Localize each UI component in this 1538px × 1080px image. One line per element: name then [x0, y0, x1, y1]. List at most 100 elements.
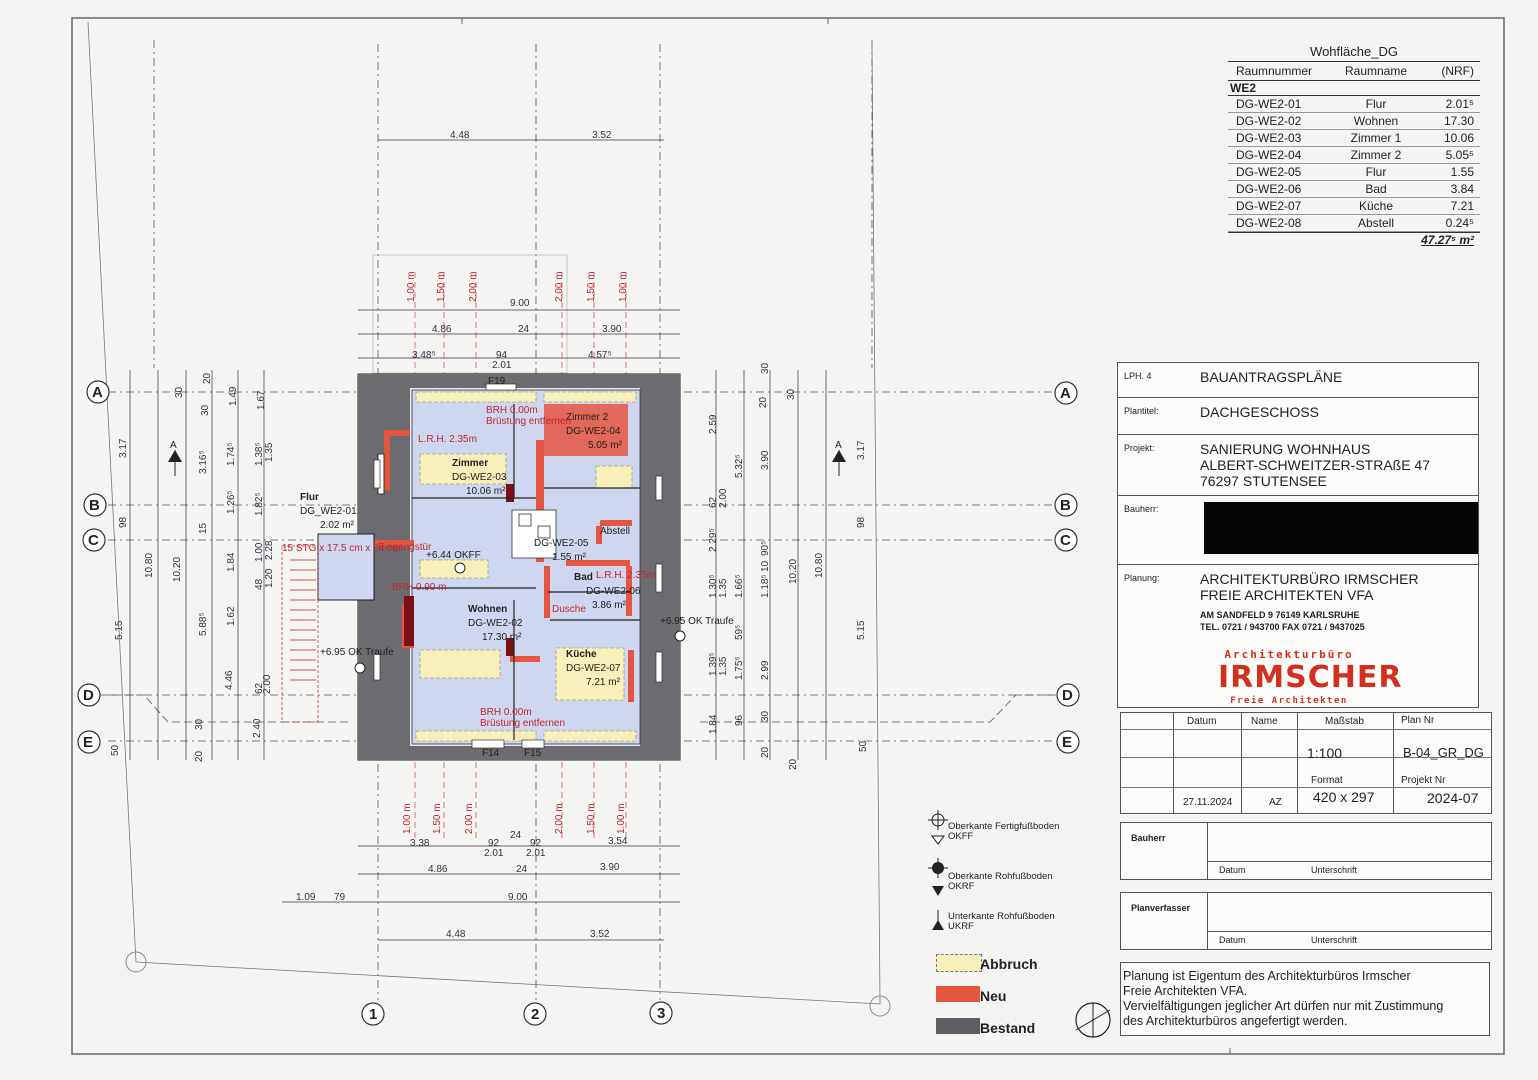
dim-right-5325: 5.32⁵	[734, 454, 745, 478]
dim-left-446: 4.46	[224, 670, 235, 690]
dim-left-50: 50	[110, 744, 121, 756]
dim-bot-109: 1.09	[296, 892, 316, 903]
height-label-100b-top: 1.00 m	[618, 271, 629, 302]
dim-top-94: 94	[496, 350, 508, 361]
dim-right-317: 3.17	[856, 440, 867, 460]
grid-label-d-right: D	[1062, 687, 1073, 704]
legend-okff-text: Oberkante Fertigfußboden	[948, 821, 1060, 832]
grid-label-b: B	[89, 497, 100, 514]
row-name: Wohnen	[1353, 114, 1399, 128]
dim-left-1745: 1.74⁵	[226, 442, 237, 466]
area-table-title: Wohfläche_DG	[1228, 44, 1480, 62]
label-okff: +6.44 OKFF	[426, 550, 481, 561]
dim-bot-79: 79	[334, 892, 346, 903]
dim-right-299: 2.99	[760, 660, 771, 680]
meta-datum-label: Datum	[1187, 716, 1217, 727]
abbruch-areas	[415, 391, 637, 742]
dim-bot-92b: 92	[530, 838, 542, 849]
property-line	[87, 21, 881, 1005]
legend-ukrf-abbr: UKRF	[948, 921, 974, 932]
dim-right-135b: 1.35	[718, 656, 729, 676]
dim-right-96: 96	[734, 714, 745, 726]
dim-right-20c: 20	[788, 758, 799, 770]
dim-left-30c: 30	[194, 718, 205, 730]
interior-walls	[412, 404, 640, 740]
grid-label-3: 3	[657, 1005, 665, 1022]
dim-right-30c: 30	[760, 710, 771, 722]
dim-bot-448: 4.48	[446, 929, 466, 940]
grid-label-c: C	[88, 532, 99, 549]
dim-bot-390: 3.90	[600, 862, 620, 873]
label-stair: 15 STG x 17.5 cm x 24 cm	[282, 543, 400, 554]
sig-planverfasser-label: Planverfasser	[1131, 903, 1191, 913]
dim-right-259: 2.59	[708, 414, 719, 434]
staircase	[281, 545, 319, 723]
row-name: Flur	[1365, 165, 1387, 179]
grid-label-1: 1	[369, 1006, 377, 1023]
dim-left-62: 62	[254, 682, 265, 694]
sig-bauherr-label: Bauherr	[1131, 833, 1166, 843]
dim-left-162: 1.62	[226, 606, 237, 626]
room-zimmer-2-area: 5.05 m²	[588, 440, 623, 451]
room-wohnen-name: Wohnen	[468, 604, 507, 615]
dim-bot-354: 3.54	[608, 836, 628, 847]
room-zimmer-2-nr: DG-WE2-04	[566, 426, 621, 437]
dim-bot-900: 9.00	[508, 892, 528, 903]
grid-label-b-right: B	[1060, 497, 1071, 514]
label-window-f19: F19	[488, 376, 506, 387]
legend-okff-abbr: OKFF	[948, 831, 974, 842]
header-nrf: (NRF)	[1441, 64, 1474, 78]
dim-left-240: 2.40	[252, 718, 263, 738]
grid-label-d: D	[83, 687, 94, 704]
dim-left-5885: 5.88⁵	[198, 612, 209, 636]
dim-right-1185: 1.18⁵	[760, 574, 771, 598]
dim-left-1020: 10.20	[172, 557, 183, 582]
logo-line-1: Architekturbüro	[1224, 648, 1354, 661]
level-symbols	[354, 562, 686, 674]
label-lrh-bad: L.R.H. 2.35m	[596, 570, 655, 581]
room-kueche-area: 7.21 m²	[586, 677, 621, 688]
dimension-lines-bottom	[282, 845, 680, 941]
dim-right-62: 62	[708, 496, 719, 508]
grid-label-2: 2	[531, 1006, 539, 1023]
row-nr: DG-WE2-03	[1236, 131, 1302, 145]
row-area: 5.05⁵	[1445, 148, 1474, 162]
room-bad-name: Bad	[574, 572, 593, 583]
tb-planung-val: ARCHITEKTURBÜRO IRMSCHER FREIE ARCHITEKT…	[1196, 565, 1478, 722]
dim-left-135: 1.35	[264, 442, 275, 462]
dim-top-448: 4.48	[450, 130, 470, 141]
row-name: Bad	[1365, 182, 1387, 196]
room-bad-nr: DG-WE2-06	[586, 586, 641, 597]
title-block: LPH. 4 BAUANTRAGSPLÄNE Plantitel: DACHGE…	[1117, 362, 1479, 722]
legend-ukrf: Unterkante Rohfußboden UKRF	[948, 912, 1055, 932]
dim-right-1080: 10.80	[814, 553, 825, 578]
row-name: Zimmer 2	[1350, 148, 1402, 162]
room-flur-1-area: 2.02 m²	[320, 520, 355, 531]
dim-bot-201a: 2.01	[484, 848, 504, 859]
room-zimmer-1-name: Zimmer	[452, 458, 488, 469]
tb-bauherr-row: Bauherr:	[1117, 495, 1479, 564]
dim-left-200: 2.00	[262, 674, 273, 694]
ownership-notice: Planung ist Eigentum des Architekturbüro…	[1120, 962, 1490, 1036]
grid-label-a-right: A	[1060, 385, 1071, 402]
header-raumnummer: Raumnummer	[1236, 64, 1313, 78]
tb-planung-key: Planung:	[1124, 573, 1160, 583]
dim-left-167: 1.67	[256, 390, 267, 410]
legend-okrf-text: Oberkante Rohfußboden	[948, 871, 1053, 882]
dim-bot-338: 3.38	[410, 838, 430, 849]
dim-right-200: 2.00	[718, 488, 729, 508]
label-brh-top: BRH 0.00m	[486, 405, 538, 416]
room-flur-2-nr: DG-WE2-05	[534, 538, 589, 549]
grid-label-e-right: E	[1062, 734, 1072, 751]
meta-format-label: Format	[1311, 775, 1343, 786]
dim-left-1265: 1.26⁵	[226, 490, 237, 514]
dim-bot-486: 4.86	[428, 864, 448, 875]
dim-left-20a: 20	[202, 372, 213, 384]
meta-datum-value: 27.11.2024	[1183, 797, 1233, 808]
tb-bauherr-redacted	[1204, 502, 1478, 554]
